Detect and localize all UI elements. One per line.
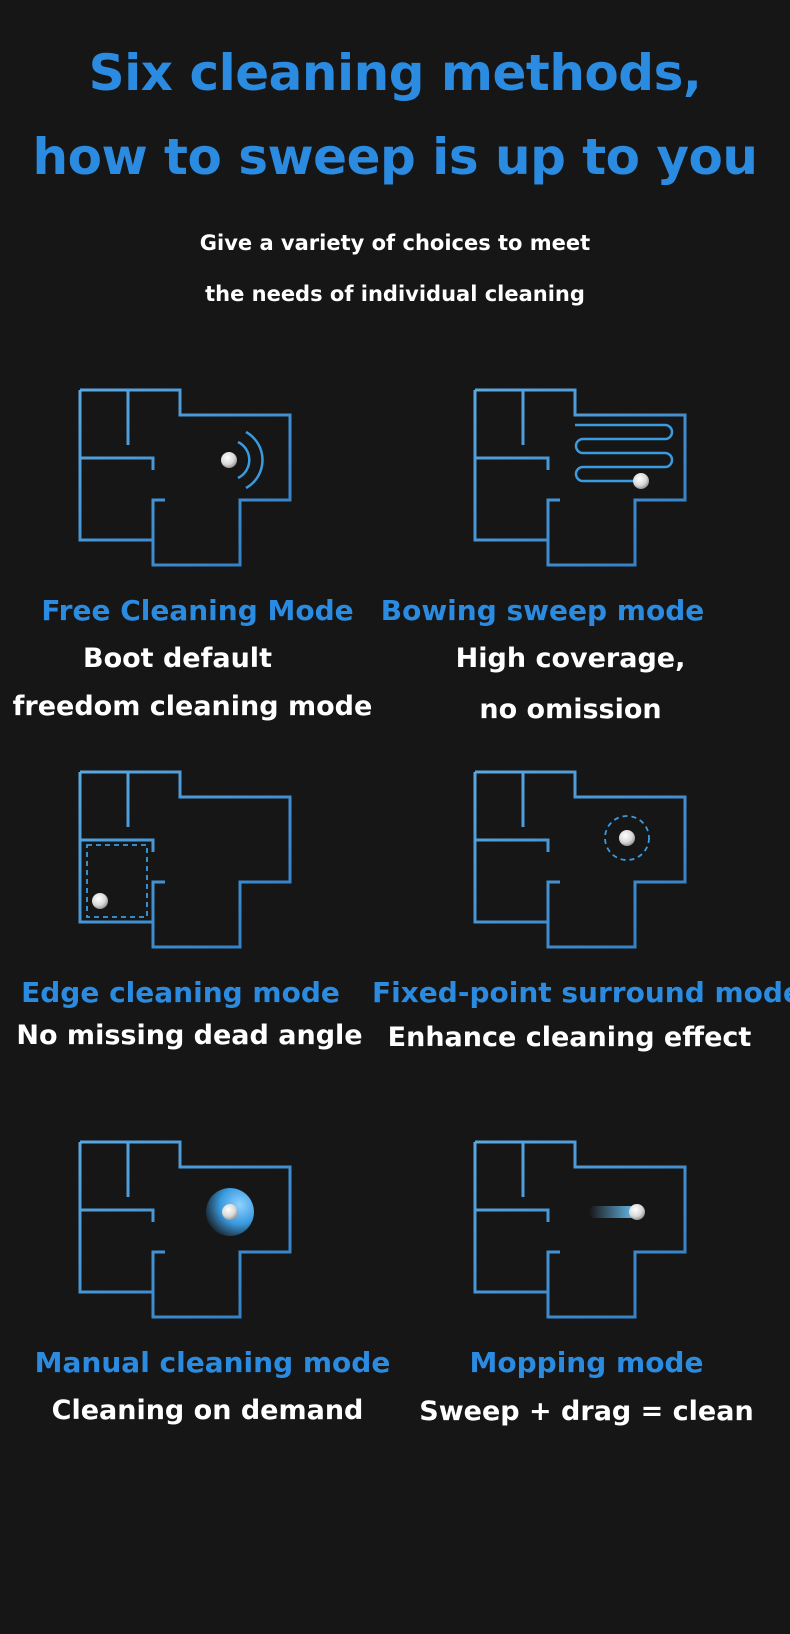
subtitle-line-2: the needs of individual cleaning <box>205 282 585 306</box>
mode-desc-line-1: Sweep + drag = clean <box>419 1396 754 1427</box>
fixed-point-icon <box>473 770 687 949</box>
mode-title: Free Cleaning Mode <box>41 594 354 627</box>
mode-manual-cleaning: Manual cleaning mode Cleaning on demand <box>0 1132 395 1452</box>
mode-desc-line-1: Boot default <box>83 643 272 674</box>
mode-desc-line-1: Enhance cleaning effect <box>387 1022 752 1053</box>
mode-desc-line-2: freedom cleaning mode <box>12 691 373 722</box>
headline-line-1: Six cleaning methods, <box>88 44 702 102</box>
subtitle-line-1: Give a variety of choices to meet <box>199 231 591 255</box>
mode-title: Fixed-point surround mode <box>372 976 790 1009</box>
mode-desc-line-1: High coverage, <box>455 643 686 674</box>
mode-title: Manual cleaning mode <box>34 1346 391 1379</box>
mode-bowing-sweep: Bowing sweep mode High coverage, no omis… <box>381 380 790 740</box>
mode-title: Mopping mode <box>469 1346 704 1379</box>
bowing-sweep-icon <box>473 388 687 567</box>
mode-desc-line-1: Cleaning on demand <box>51 1395 364 1426</box>
free-cleaning-icon <box>78 388 292 567</box>
manual-cleaning-icon <box>78 1140 292 1319</box>
mode-fixed-point-surround: Fixed-point surround mode Enhance cleani… <box>372 762 790 1082</box>
mopping-icon <box>473 1140 687 1319</box>
mode-desc-line-1: No missing dead angle <box>16 1020 363 1051</box>
mode-mopping: Mopping mode Sweep + drag = clean <box>395 1132 790 1452</box>
mode-desc-line-2: no omission <box>479 694 662 725</box>
headline-line-2: how to sweep is up to you <box>32 128 758 186</box>
mode-free-cleaning: Free Cleaning Mode Boot default freedom … <box>0 380 395 740</box>
mode-title: Edge cleaning mode <box>21 976 340 1009</box>
mode-edge-cleaning: Edge cleaning mode No missing dead angle <box>0 762 395 1082</box>
edge-cleaning-icon <box>78 770 292 949</box>
mode-title: Bowing sweep mode <box>380 594 705 627</box>
